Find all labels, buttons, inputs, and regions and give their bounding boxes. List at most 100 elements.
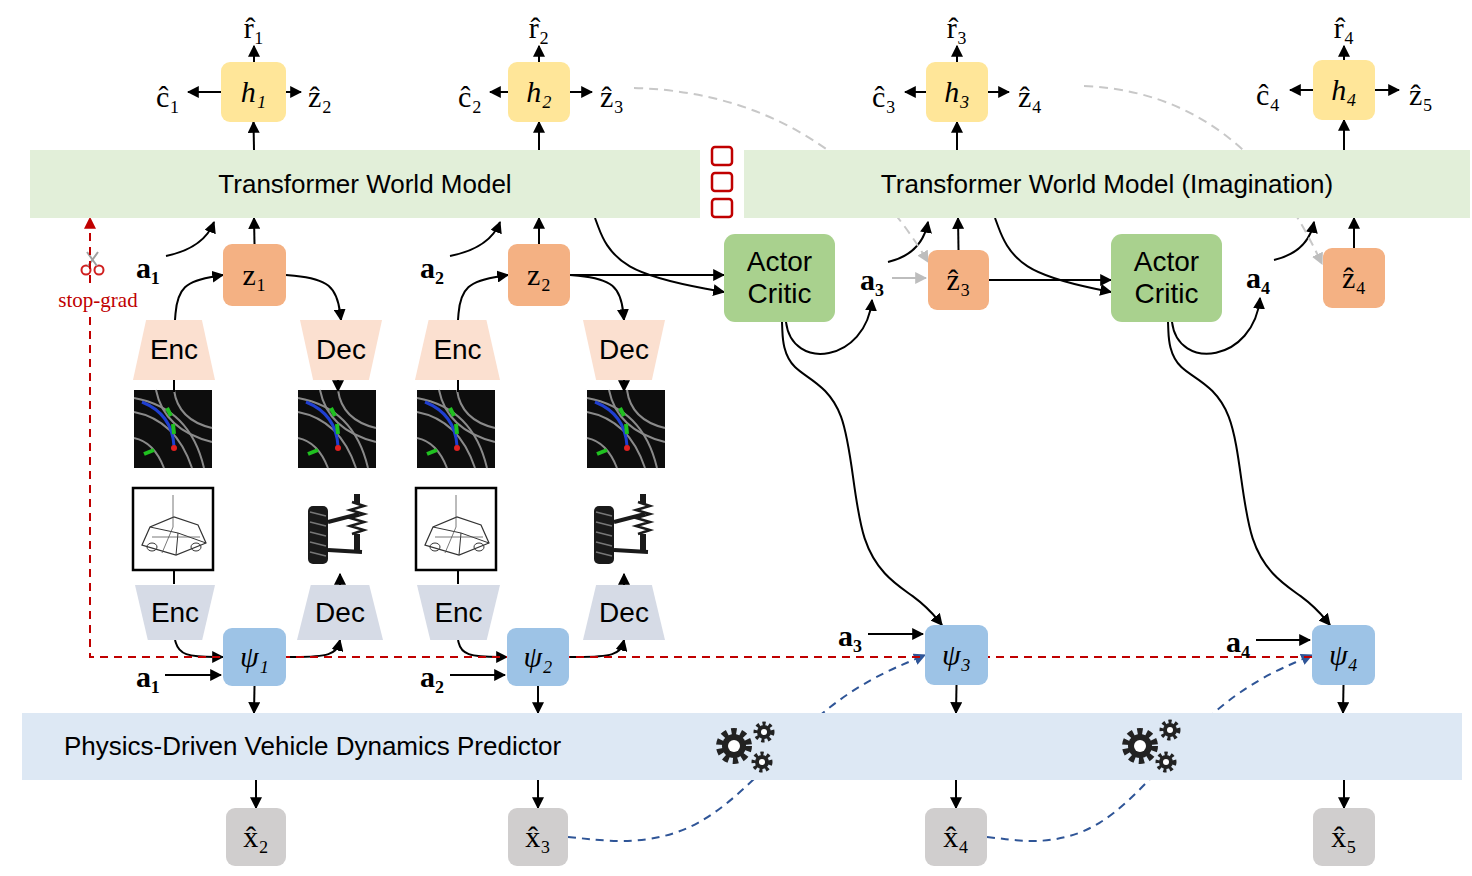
encoder-trapezoid: Enc <box>417 585 500 640</box>
continue-arrow <box>905 91 926 93</box>
flow-arrow <box>1343 780 1345 808</box>
continue-arrow <box>188 91 221 93</box>
world-model-band: Transformer World Model <box>30 150 700 218</box>
predicted-state-box: x̂₃ <box>508 808 568 866</box>
output-arrows <box>188 46 1399 92</box>
action-arrow <box>166 222 214 256</box>
action-arrow <box>1274 222 1314 260</box>
flow-arrow <box>955 780 957 808</box>
node-text: Actor Critic <box>724 246 835 310</box>
action-label: a₄ <box>1246 261 1270 295</box>
node-text: x̂₅ <box>1331 820 1356 854</box>
gear-icon <box>1126 732 1154 760</box>
flow-arrow <box>538 218 540 244</box>
flow-arrow <box>570 275 624 320</box>
image-link <box>339 574 341 585</box>
gear-icon <box>756 724 772 740</box>
image-link <box>173 571 175 584</box>
flow-arrow <box>989 279 1111 281</box>
latent-arrow <box>286 91 301 93</box>
trapezoid-outline <box>583 320 665 380</box>
image-link <box>623 380 625 391</box>
predicted-state-box: x̂₅ <box>1313 808 1375 866</box>
prediction-label: ĉ₄ <box>1256 78 1280 112</box>
node-text: z₂ <box>527 258 551 292</box>
image-links <box>174 380 624 585</box>
flow-arrow <box>537 780 539 808</box>
flow-arrow <box>538 122 540 150</box>
observation-images <box>133 390 665 570</box>
node-text: h₃ <box>944 75 969 109</box>
action-arrow <box>892 277 926 279</box>
suspension-image <box>308 494 364 564</box>
node-text: h₂ <box>526 75 551 109</box>
node-text: ψ₃ <box>942 638 971 672</box>
bev-image <box>417 390 495 468</box>
latent-state-box: h₂ <box>508 62 570 122</box>
action-label: a₂ <box>420 660 444 694</box>
trapezoid-outline <box>300 320 382 380</box>
prediction-label: ĉ₁ <box>156 80 180 114</box>
flow-arrow <box>1342 685 1345 713</box>
action-label: a₃ <box>860 263 884 297</box>
actor-critic-box: Actor Critic <box>1111 234 1222 322</box>
flow-arrow <box>537 686 539 713</box>
image-link <box>337 380 339 391</box>
encoder-trapezoid: Enc <box>133 320 215 380</box>
gear-icon <box>720 732 748 760</box>
physics-state-box: ψ₃ <box>925 625 988 685</box>
trapezoid-outline <box>415 320 500 380</box>
node-text: Enc <box>433 334 481 366</box>
reward-arrow <box>956 46 958 62</box>
node-text: Enc <box>150 334 198 366</box>
bev-image <box>134 390 212 468</box>
latent-state-box: h₄ <box>1313 60 1375 120</box>
node-text: x̂₄ <box>943 820 968 854</box>
node-text: h₁ <box>241 75 266 109</box>
reward-arrow <box>538 46 540 62</box>
prediction-label: ẑ₂ <box>308 80 332 114</box>
encoder-trapezoid: Enc <box>415 320 500 380</box>
flow-arrow <box>995 218 1111 292</box>
flow-arrow <box>286 275 341 320</box>
predicted-state-box: x̂₄ <box>925 808 987 866</box>
action-label: a₃ <box>838 619 862 653</box>
prediction-label: r̂₂ <box>529 11 549 45</box>
bev-image <box>587 390 665 468</box>
node-text: ψ₂ <box>523 640 552 674</box>
image-link <box>457 380 459 392</box>
latent-token-box: ẑ₃ <box>928 250 989 310</box>
flow-arrow <box>955 685 958 713</box>
action-arrow <box>450 674 505 676</box>
action-arrows <box>165 222 1314 675</box>
flow-arrow <box>175 640 223 657</box>
gear-icon <box>1162 722 1178 738</box>
action-label: a₁ <box>136 251 160 285</box>
world-model-band: Transformer World Model (Imagination) <box>744 150 1470 218</box>
prediction-label: r̂₄ <box>1334 11 1354 45</box>
physics-state-box: ψ₁ <box>223 628 286 686</box>
action-arrow <box>165 674 221 676</box>
separator-square <box>712 147 732 165</box>
latent-arrow <box>570 91 592 93</box>
node-text: x̂₂ <box>243 820 268 854</box>
scissors-icon <box>82 252 104 275</box>
flow-arrow <box>1168 322 1330 625</box>
node-text: ψ₁ <box>240 640 269 674</box>
flow-arrow <box>957 218 960 250</box>
separator-square <box>712 173 732 191</box>
vehicle-model-image <box>416 488 496 570</box>
flow-arrow <box>458 640 507 657</box>
continue-arrow <box>490 91 508 93</box>
node-text: Enc <box>151 597 199 629</box>
flow-arrow <box>1343 120 1345 150</box>
prediction-label: r̂₁ <box>244 11 264 45</box>
prediction-label: r̂₃ <box>947 11 967 45</box>
node-text: h₄ <box>1331 73 1356 107</box>
flow-arrow <box>255 780 257 808</box>
flow-arrow <box>253 218 256 244</box>
predicted-state-box: x̂₂ <box>226 808 286 866</box>
node-text: ψ₄ <box>1329 638 1358 672</box>
